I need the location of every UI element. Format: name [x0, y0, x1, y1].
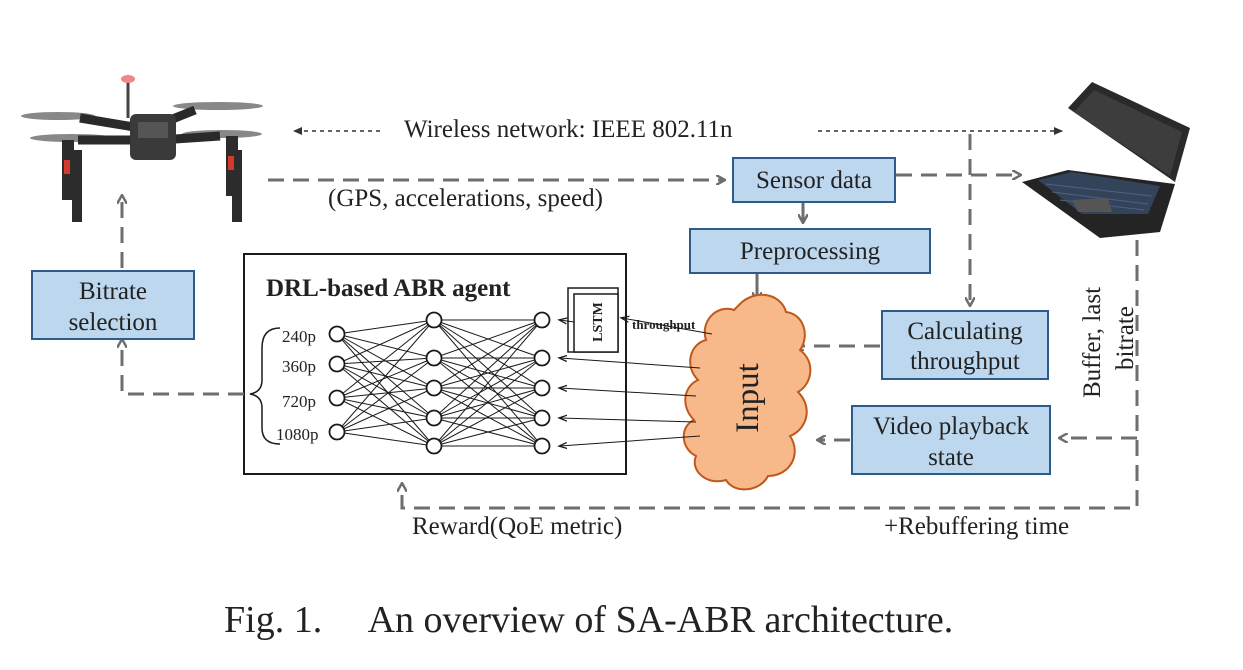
- nn-edge: [336, 333, 435, 359]
- nn-edge: [433, 319, 543, 447]
- nn-input-node: [533, 409, 551, 427]
- nn-edge: [336, 357, 435, 365]
- throughput-to-lstm-edge: [622, 318, 713, 335]
- nn-edge: [336, 333, 435, 447]
- input-edge: [560, 435, 701, 446]
- calc-line2: throughput: [910, 348, 1020, 375]
- res-360p: 360p: [282, 357, 316, 376]
- gps-label: (GPS, accelerations, speed): [328, 185, 603, 212]
- nn-edge: [336, 363, 435, 419]
- lstm-block: LSTM: [567, 287, 619, 353]
- lstm-label: LSTM: [591, 302, 606, 342]
- reward-label: Reward(QoE metric): [412, 513, 622, 540]
- nn-edge: [336, 319, 435, 399]
- buffer-line2: bitrate: [1112, 306, 1139, 370]
- nn-edge: [336, 397, 435, 419]
- res-240p: 240p: [282, 327, 316, 346]
- laptop-icon: [1022, 82, 1190, 238]
- nn-edge: [433, 357, 543, 389]
- wireless-link: Wireless network: IEEE 802.11n: [293, 116, 1063, 143]
- input-edge: [560, 388, 697, 397]
- res-720p: 720p: [282, 392, 316, 411]
- input-edge: [560, 320, 575, 322]
- nn-edge: [433, 319, 543, 389]
- nn-hidden-node: [425, 437, 443, 455]
- nn-edge: [433, 319, 543, 419]
- nn-edge: [433, 357, 543, 447]
- nn-edge: [336, 357, 435, 399]
- preprocessing-label: Preprocessing: [740, 238, 881, 265]
- nn-hidden-node: [425, 409, 443, 427]
- preprocessing-box: [689, 228, 931, 274]
- video-state-box: [851, 405, 1051, 475]
- sensor-data-label: Sensor data: [756, 167, 872, 194]
- nn-edge: [336, 431, 435, 447]
- nn-edge: [336, 417, 435, 433]
- nn-input-node: [533, 349, 551, 367]
- sensor-data-box: [732, 157, 896, 203]
- nn-output-node: [328, 355, 346, 373]
- nn-edge: [336, 357, 435, 433]
- nn-edge: [433, 357, 543, 419]
- input-label: Input: [730, 363, 766, 433]
- nn-edge: [433, 387, 543, 447]
- res-1080p: 1080p: [276, 425, 319, 444]
- nn-edge: [433, 417, 543, 447]
- bitrate-line1: Bitrate: [79, 278, 147, 305]
- agent-to-bitrate-arrow: [122, 340, 244, 396]
- nn-input-node: [533, 437, 551, 455]
- nn-edge: [336, 387, 435, 399]
- nn-hidden-node: [425, 311, 443, 329]
- nn-edge: [336, 319, 435, 335]
- output-brace: [249, 327, 281, 445]
- nn-output-node: [328, 325, 346, 343]
- nn-hidden-node: [425, 349, 443, 367]
- drone-icon: [21, 75, 263, 222]
- nn-edge: [336, 397, 435, 447]
- video-line2: state: [928, 444, 974, 471]
- nn-output-node: [328, 423, 346, 441]
- nn-hidden-node: [425, 379, 443, 397]
- input-edge: [560, 358, 701, 369]
- calc-line1: Calculating: [907, 318, 1023, 345]
- nn-edge: [336, 319, 435, 365]
- nn-edge: [336, 387, 435, 433]
- nn-edge: [433, 387, 543, 419]
- nn-output-node: [328, 389, 346, 407]
- calc-throughput-box: [881, 310, 1049, 380]
- figure-caption: Fig. 1. An overview of SA-ABR architectu…: [224, 599, 953, 641]
- nn-edge: [336, 363, 435, 447]
- nn-input-node: [533, 311, 551, 329]
- nn-input-node: [533, 379, 551, 397]
- bitrate-line2: selection: [69, 309, 158, 336]
- input-edge: [560, 418, 697, 423]
- bitrate-selection-box: [31, 270, 195, 340]
- drl-agent-title: DRL-based ABR agent: [266, 275, 511, 302]
- buffer-line1: Buffer, last: [1079, 287, 1106, 398]
- input-cloud: Input: [682, 293, 812, 491]
- video-line1: Video playback: [873, 413, 1030, 440]
- neural-network: [328, 311, 713, 455]
- reward-feedback-arrow: [402, 240, 1139, 510]
- nn-edge: [433, 319, 543, 359]
- rebuffer-label: +Rebuffering time: [884, 513, 1069, 540]
- nn-edge: [336, 319, 435, 433]
- wireless-label: Wireless network: IEEE 802.11n: [404, 116, 733, 143]
